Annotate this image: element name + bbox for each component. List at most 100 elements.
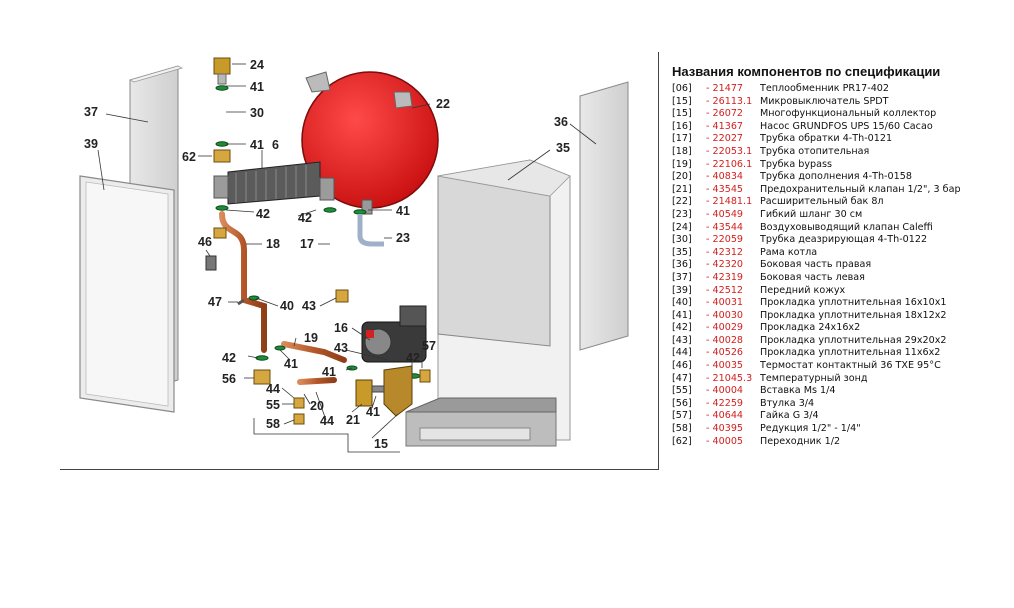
- callout-43: 43: [334, 341, 348, 355]
- manifold: [355, 365, 413, 417]
- part-ref: [06]: [672, 83, 692, 94]
- callout-16: 16: [334, 321, 348, 335]
- callout-21: 21: [346, 413, 360, 427]
- part-ref: [21]: [672, 183, 692, 195]
- part-ref: [43]: [672, 334, 692, 346]
- part-name: Насос GRUNDFOS UPS 15/60 Cacao: [760, 120, 933, 132]
- part-name: Предохранительный клапан 1/2", 3 бар: [760, 183, 961, 195]
- part-ref: [41]: [672, 309, 692, 321]
- callout-46: 46: [198, 235, 212, 249]
- callout-44: 44: [320, 414, 334, 428]
- callout-56: 56: [222, 372, 236, 386]
- callout-15: 15: [374, 437, 388, 451]
- callout-44: 44: [266, 382, 280, 396]
- thermostat: [205, 255, 245, 306]
- part-code: - 21045.3: [706, 372, 753, 384]
- part-code: - 40526: [706, 347, 744, 359]
- part-ref: [37]: [672, 271, 692, 283]
- part-name: Трубка деазрирующая 4-Th-0122: [760, 234, 928, 246]
- callout-6: 6: [272, 138, 279, 152]
- callout-41: 41: [284, 357, 298, 371]
- callout-41: 41: [250, 80, 264, 94]
- air-vent-valve: [213, 57, 231, 85]
- part-code: - 40031: [706, 297, 744, 309]
- callout-17: 17: [300, 237, 314, 251]
- part-ref: [20]: [672, 171, 692, 183]
- bottom-divider: [60, 469, 658, 470]
- expansion-tank: [301, 71, 439, 215]
- part-ref: [15]: [672, 108, 692, 120]
- callout-24: 24: [250, 58, 264, 72]
- part-code: - 42320: [706, 259, 744, 271]
- callout-41: 41: [396, 204, 410, 218]
- part-name: Рама котла: [760, 246, 818, 258]
- callout-47: 47: [208, 295, 222, 309]
- callout-40: 40: [280, 299, 294, 313]
- part-ref: [44]: [672, 347, 692, 359]
- part-code: - 40005: [706, 435, 744, 447]
- part-name: Втулка 3/4: [760, 397, 815, 409]
- component-spec-panel: Названия компонентов по спецификации [06…: [672, 64, 1008, 448]
- part-name: Прокладка уплотнительная 29x20x2: [760, 334, 947, 346]
- boiler-frame: [405, 159, 571, 447]
- part-code: - 40030: [706, 309, 744, 321]
- part-name: Редукция 1/2" - 1/4": [760, 423, 861, 435]
- part-ref: [22]: [672, 196, 692, 208]
- part-ref: [36]: [672, 259, 692, 271]
- part-name: Трубка отопительная: [760, 145, 870, 157]
- callout-20: 20: [310, 399, 324, 413]
- part-ref: [62]: [672, 435, 692, 447]
- part-ref: [15]: [672, 95, 692, 107]
- callout-62: 62: [182, 150, 196, 164]
- callout-39: 39: [84, 137, 98, 151]
- part-code: - 40395: [706, 423, 744, 435]
- part-name: Вставка Ms 1/4: [760, 385, 836, 397]
- part-name: Трубка обратки 4-Th-0121: [760, 133, 893, 145]
- part-ref: [56]: [672, 397, 692, 409]
- front-cover: [79, 175, 175, 413]
- callout-41: 41: [322, 365, 336, 379]
- copper-pipes: [219, 95, 347, 385]
- part-name: Термостат контактный 36 TXE 95°C: [760, 360, 941, 372]
- part-name: Боковая часть левая: [760, 271, 865, 283]
- callout-36: 36: [554, 115, 568, 129]
- callout-57: 57: [422, 339, 436, 353]
- spec-title: Названия компонентов по спецификации: [672, 64, 941, 79]
- part-ref: [47]: [672, 372, 692, 384]
- spec-row: [47] - 21045.3 Температурный зонд: [672, 373, 1008, 386]
- part-ref: [40]: [672, 297, 692, 309]
- part-code: - 21481.1: [706, 196, 753, 208]
- callout-42: 42: [222, 351, 236, 365]
- callout-58: 58: [266, 417, 280, 431]
- callout-43: 43: [302, 299, 316, 313]
- part-code: - 40549: [706, 208, 744, 220]
- part-ref: [24]: [672, 221, 692, 233]
- callout-22: 22: [436, 97, 450, 111]
- part-name: Температурный зонд: [760, 372, 868, 384]
- part-name: Прокладка 24x16x2: [760, 322, 861, 334]
- part-ref: [57]: [672, 410, 692, 422]
- part-ref: [23]: [672, 208, 692, 220]
- part-ref: [42]: [672, 322, 692, 334]
- part-code: - 22053.1: [706, 145, 753, 157]
- callout-41: 41: [366, 405, 380, 419]
- part-code: - 40035: [706, 360, 744, 372]
- part-code: - 40834: [706, 171, 744, 183]
- part-name: Многофункциональный коллектор: [760, 108, 937, 120]
- callout-37: 37: [84, 105, 98, 119]
